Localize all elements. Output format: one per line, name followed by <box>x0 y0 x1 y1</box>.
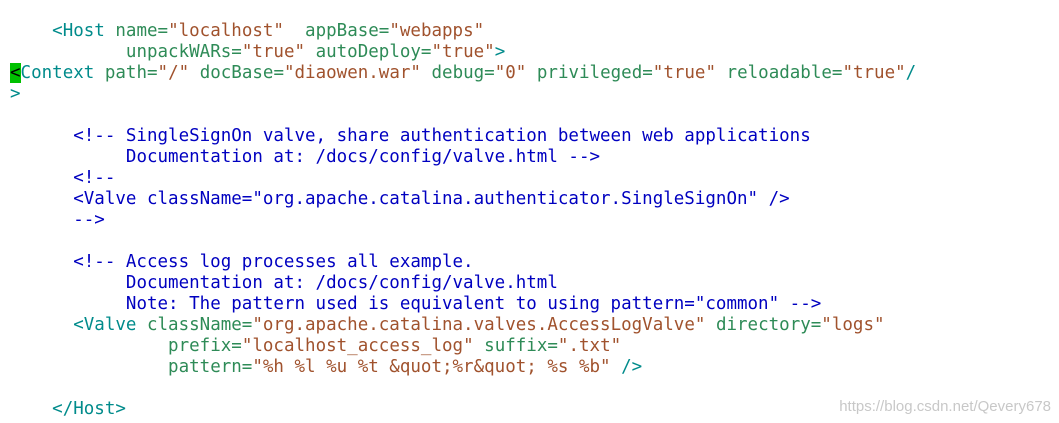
code-token: reloadable= <box>726 63 843 83</box>
code-token: "localhost_access_log" <box>241 336 474 356</box>
code-token: <Host <box>52 21 116 41</box>
code-token <box>10 210 73 230</box>
code-line: </Host> <box>10 399 916 420</box>
code-token: path= <box>104 63 158 83</box>
code-token: "true" <box>842 63 906 83</box>
code-line: unpackWARs="true" autoDeploy="true"> <box>10 42 916 63</box>
code-token: "true" <box>652 63 716 83</box>
code-text-area[interactable]: <Host name="localhost" appBase="webapps"… <box>10 21 916 420</box>
code-token <box>10 21 52 41</box>
code-line: <!-- SingleSignOn valve, share authentic… <box>10 126 916 147</box>
code-token: Documentation at: /docs/config/valve.htm… <box>125 273 558 293</box>
code-token <box>421 63 432 83</box>
code-token <box>474 336 485 356</box>
code-token <box>10 336 168 356</box>
code-token: pattern= <box>168 357 253 377</box>
code-token <box>10 126 73 146</box>
code-token: </Host> <box>52 399 126 419</box>
code-token: > <box>10 84 21 104</box>
code-token: "webapps" <box>389 21 485 41</box>
code-token: "0" <box>494 63 527 83</box>
code-token: debug= <box>431 63 495 83</box>
code-token: "localhost" <box>168 21 284 41</box>
code-token <box>716 63 727 83</box>
code-token: appBase= <box>305 21 390 41</box>
code-line: --> <box>10 210 916 231</box>
code-token: docBase= <box>199 63 284 83</box>
code-token <box>10 294 126 314</box>
code-token: directory= <box>715 315 822 335</box>
code-line: <!-- Access log processes all example. <box>10 252 916 273</box>
code-token: name= <box>115 21 169 41</box>
code-line <box>10 378 916 399</box>
code-token <box>10 273 126 293</box>
code-line: prefix="localhost_access_log" suffix=".t… <box>10 336 916 357</box>
code-token: ".txt" <box>557 336 622 356</box>
code-token: <Valve className="org.apache.catalina.au… <box>73 189 790 209</box>
code-token <box>189 63 200 83</box>
code-token: "org.apache.catalina.valves.AccessLogVal… <box>252 315 706 335</box>
code-token <box>10 315 73 335</box>
code-token: <!-- SingleSignOn valve, share authentic… <box>73 126 811 146</box>
code-token <box>10 168 73 188</box>
code-line: Documentation at: /docs/config/valve.htm… <box>10 273 916 294</box>
code-token: / <box>905 63 917 83</box>
code-token: className= <box>146 315 253 335</box>
code-line: <Valve className="org.apache.catalina.va… <box>10 315 916 336</box>
code-line: Documentation at: /docs/config/valve.htm… <box>10 147 916 168</box>
code-token: Context <box>20 63 105 83</box>
code-token: > <box>494 42 506 62</box>
code-token: "/" <box>157 63 190 83</box>
code-line <box>10 231 916 252</box>
code-token: "true" <box>241 42 306 62</box>
code-token <box>10 189 73 209</box>
code-line: Note: The pattern used is equivalent to … <box>10 294 916 315</box>
code-token: <!-- <box>73 168 116 188</box>
code-token: Documentation at: /docs/config/valve.htm… <box>125 147 601 167</box>
code-token: /> <box>621 357 643 377</box>
code-token: autoDeploy= <box>315 42 432 62</box>
code-token: prefix= <box>168 336 242 356</box>
code-token: suffix= <box>484 336 558 356</box>
text-cursor: < <box>10 63 21 83</box>
code-token <box>526 63 537 83</box>
code-token <box>611 357 622 377</box>
code-token: unpackWARs= <box>125 42 242 62</box>
code-line: pattern="%h %l %u %t &quot;%r&quot; %s %… <box>10 357 916 378</box>
code-token <box>305 42 316 62</box>
code-token: --> <box>73 210 105 230</box>
code-line: > <box>10 84 916 105</box>
code-token: <!-- Access log processes all example. <box>73 252 474 272</box>
code-line: <Valve className="org.apache.catalina.au… <box>10 189 916 210</box>
code-token: "diaowen.war" <box>283 63 421 83</box>
code-token: <Valve <box>73 315 147 335</box>
code-line: <!-- <box>10 168 916 189</box>
code-token <box>284 21 305 41</box>
watermark: https://blog.csdn.net/Qevery678 <box>839 398 1051 415</box>
code-token: "true" <box>431 42 495 62</box>
code-line: <Context path="/" docBase="diaowen.war" … <box>10 63 916 84</box>
code-token <box>10 399 52 419</box>
code-token <box>705 315 716 335</box>
code-token <box>10 147 126 167</box>
code-token: "%h %l %u %t &quot;%r&quot; %s %b" <box>252 357 611 377</box>
code-line <box>10 105 916 126</box>
code-line: <Host name="localhost" appBase="webapps" <box>10 21 916 42</box>
code-token: "logs" <box>821 315 885 335</box>
code-token: privileged= <box>536 63 653 83</box>
code-token: Note: The pattern used is equivalent to … <box>125 294 822 314</box>
code-token <box>10 357 168 377</box>
code-token <box>10 42 126 62</box>
code-token <box>10 252 73 272</box>
